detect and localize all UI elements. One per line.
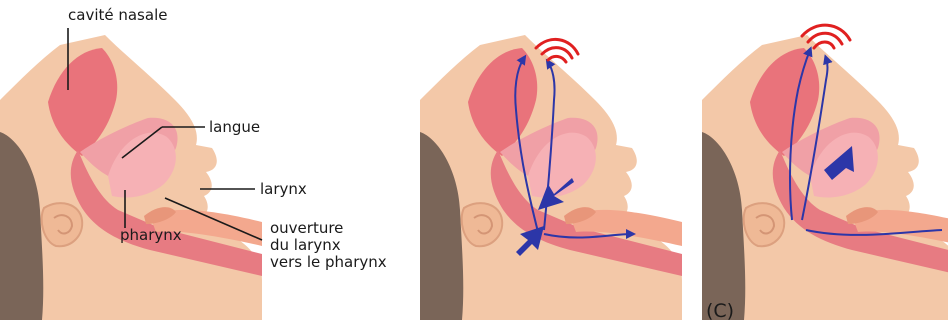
label-larynx-opening-line-1: ouverture: [270, 220, 387, 237]
label-tongue: langue: [209, 118, 260, 136]
label-pharynx: pharynx: [120, 226, 182, 244]
panel-c-head: [702, 25, 948, 320]
label-larynx-opening-line-2: du larynx: [270, 237, 387, 254]
label-larynx-opening: ouverture du larynx vers le pharynx: [270, 220, 387, 271]
label-larynx-opening-line-3: vers le pharynx: [270, 254, 387, 271]
caption-panel-c: (C): [706, 300, 734, 322]
label-nasal-cavity: cavité nasale: [68, 6, 167, 24]
panel-b-head: [420, 35, 682, 320]
label-larynx: larynx: [260, 180, 307, 198]
panel-a-head: [0, 35, 262, 320]
